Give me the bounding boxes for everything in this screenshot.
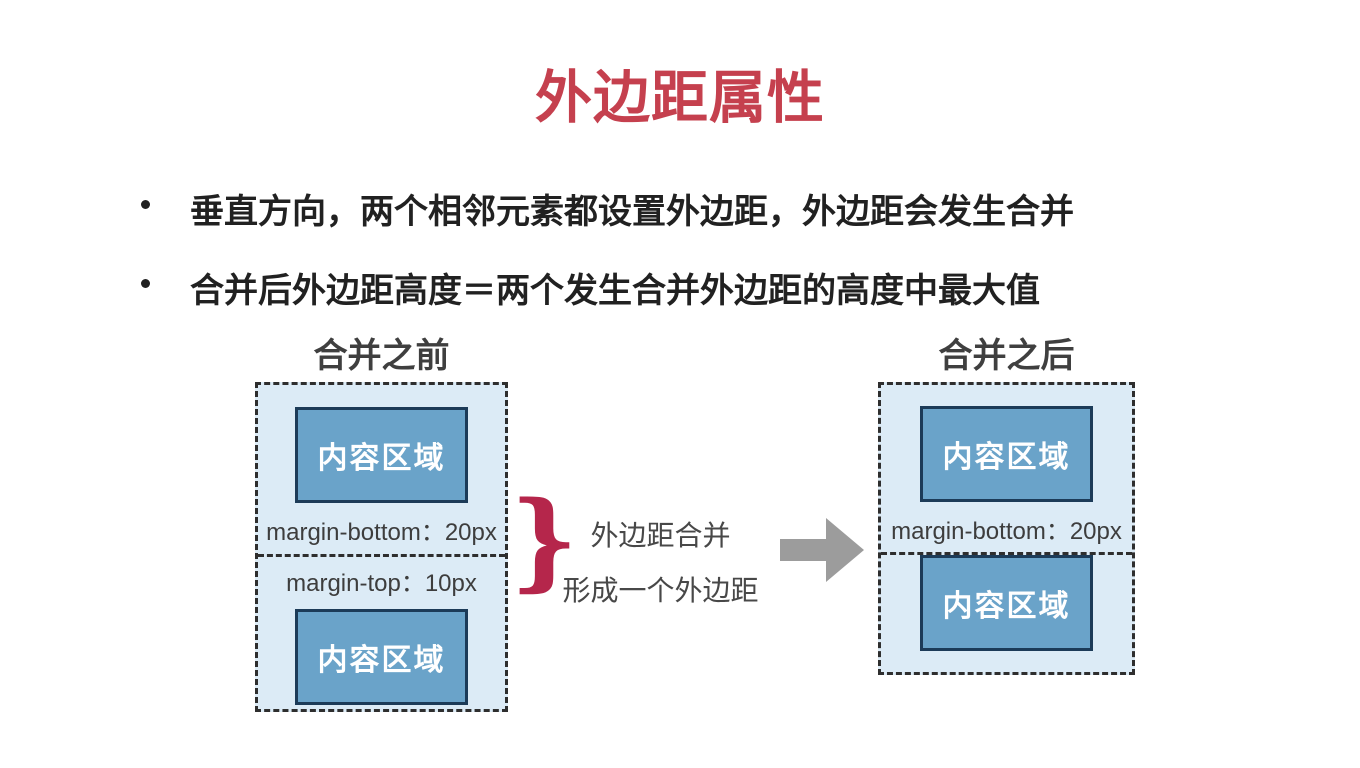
before-container: 内容区域 margin-bottom：20px margin-top：10px … bbox=[255, 382, 508, 712]
after-dashed-divider bbox=[881, 552, 1132, 555]
after-content-box-top: 内容区域 bbox=[920, 406, 1093, 502]
before-margin-top-label: margin-top：10px bbox=[286, 570, 477, 597]
after-heading: 合并之后 bbox=[938, 337, 1075, 375]
before-content-box-bottom: 内容区域 bbox=[295, 609, 468, 705]
bullet-item-1: 垂直方向，两个相邻元素都设置外边距，外边距会发生合并 bbox=[141, 184, 1074, 233]
merge-note-line1: 外边距合并 bbox=[590, 520, 731, 551]
arrow-right-icon bbox=[780, 518, 864, 582]
page-title: 外边距属性 bbox=[535, 66, 825, 130]
after-content-box-bottom: 内容区域 bbox=[920, 555, 1093, 651]
after-margin-bottom-label: margin-bottom：20px bbox=[891, 518, 1122, 545]
merge-note-line2: 形成一个外边距 bbox=[562, 575, 759, 606]
before-dashed-divider bbox=[258, 554, 505, 557]
before-content-box-top: 内容区域 bbox=[295, 407, 468, 503]
before-margin-bottom-label: margin-bottom：20px bbox=[266, 519, 497, 546]
after-container: 内容区域 margin-bottom：20px 内容区域 bbox=[878, 382, 1135, 675]
bullet-item-2: 合并后外边距高度＝两个发生合并外边距的高度中最大值 bbox=[141, 263, 1040, 312]
merge-note: 外边距合并 形成一个外边距 bbox=[558, 514, 763, 609]
before-heading: 合并之前 bbox=[313, 337, 450, 375]
merge-brace-icon: } bbox=[510, 477, 579, 602]
